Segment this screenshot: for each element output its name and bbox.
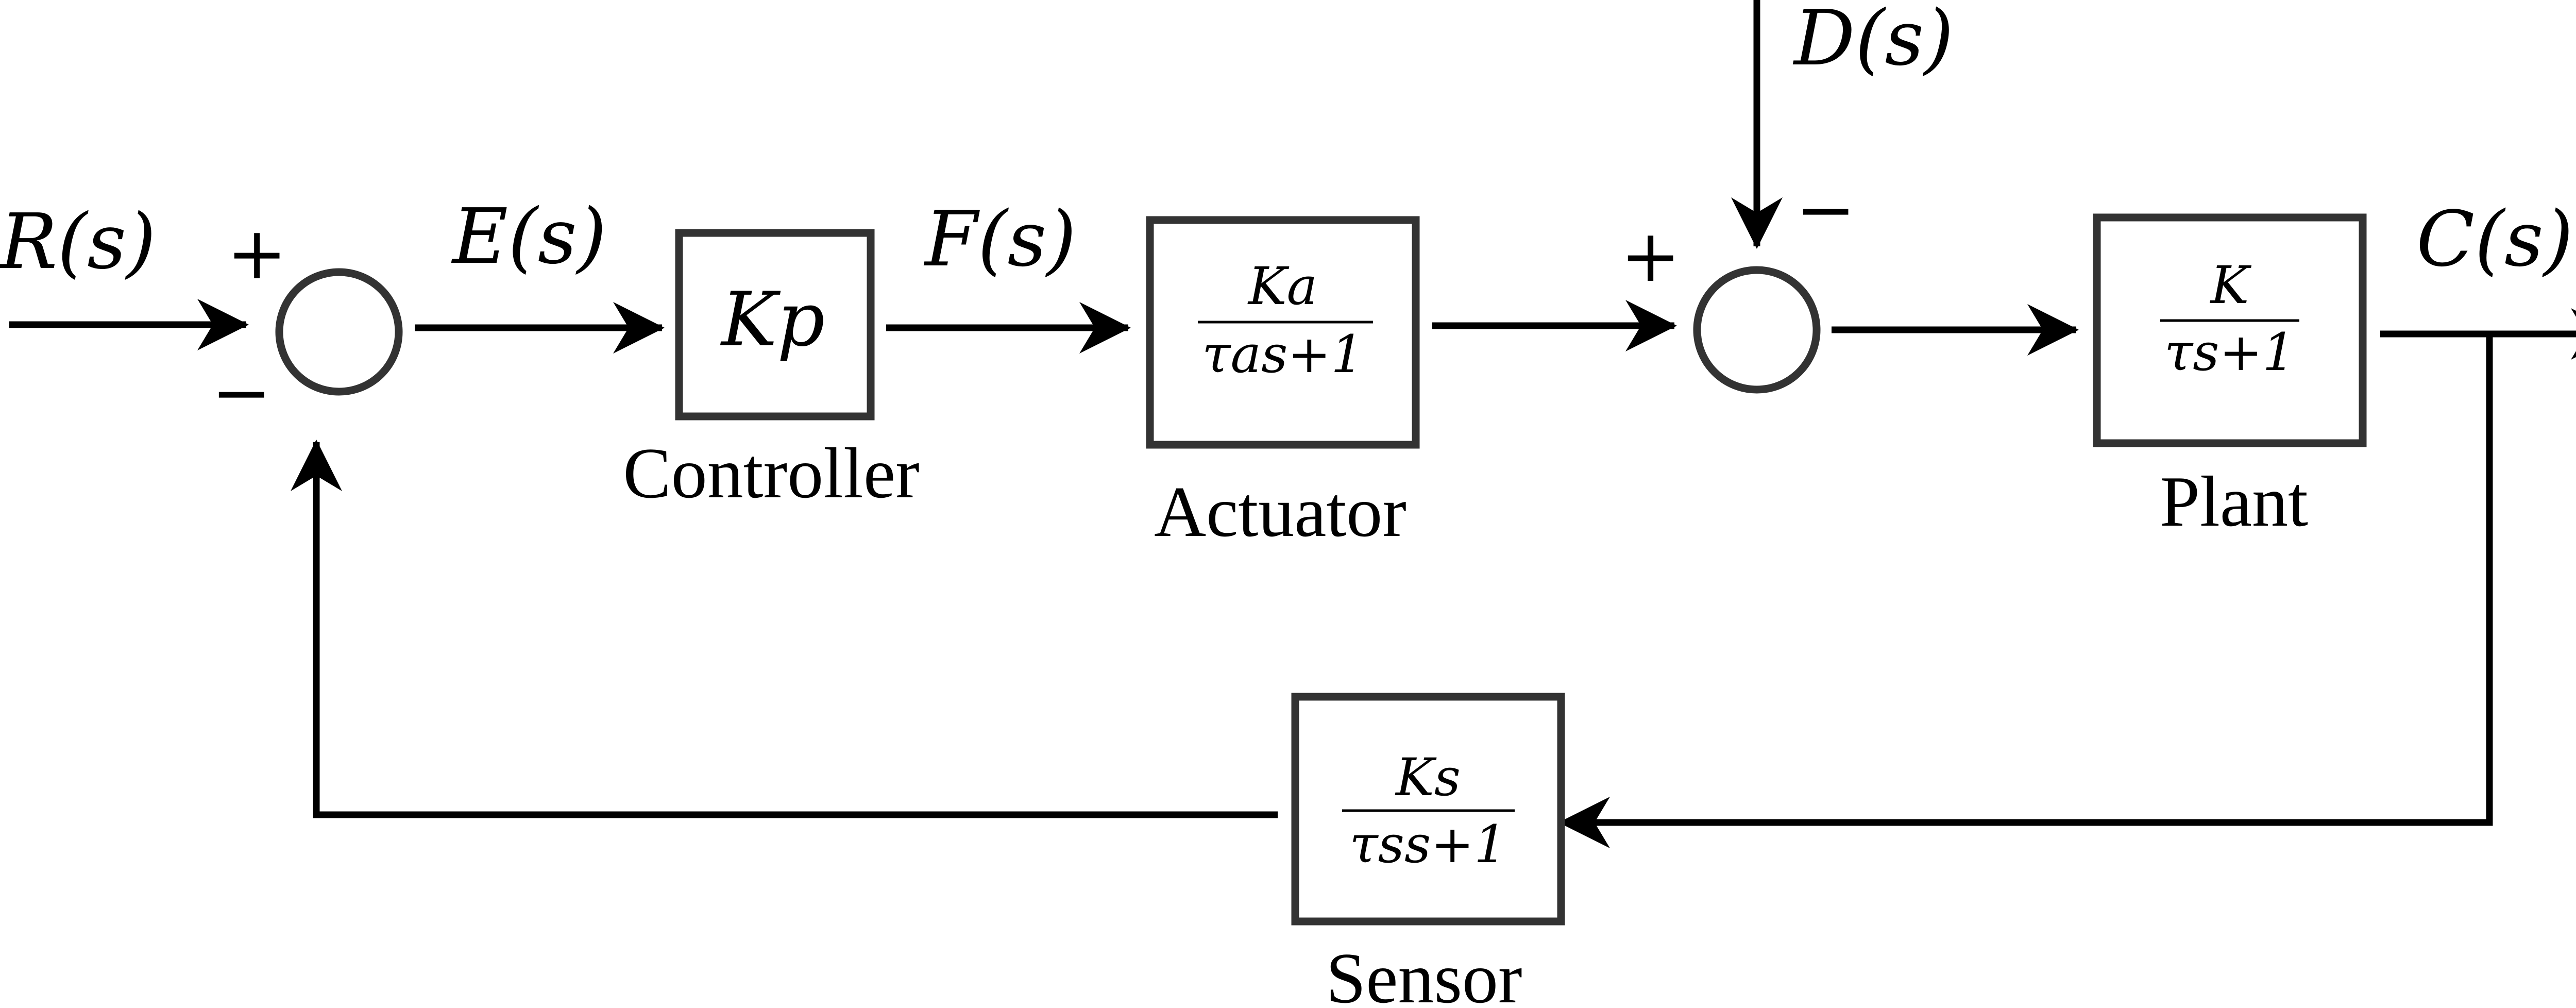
disturbance-signal-label: D(s) [1792, 0, 1954, 82]
sensor-tf-denominator: τss+1 [1349, 814, 1506, 875]
junction2-plus-sign: + [1620, 214, 1681, 298]
output-signal-label: C(s) [2416, 195, 2573, 283]
control-signal-label: F(s) [923, 195, 1076, 283]
junction2-minus-sign: − [1795, 168, 1856, 252]
plant-block [2093, 213, 2367, 447]
input-signal-label: R(s) [0, 197, 156, 286]
summing-junction-2 [1693, 266, 1821, 394]
sensor-caption: Sensor [1326, 938, 1522, 1008]
sensor-block [1291, 693, 1565, 926]
controller-block [675, 229, 875, 421]
junction1-plus-sign: + [227, 212, 287, 296]
sensor-tf-numerator: Ks [1395, 747, 1461, 808]
actuator-tf-numerator: Ka [1247, 256, 1317, 316]
plant-caption: Plant [2160, 462, 2308, 542]
sensor-to-junction-wire [291, 440, 1278, 818]
junction1-minus-sign: − [211, 351, 272, 435]
controller-caption: Controller [623, 433, 919, 513]
actuator-block [1146, 216, 1420, 449]
feedback-to-sensor-wire [1558, 334, 2493, 848]
plant-tf-denominator: τs+1 [2164, 322, 2295, 382]
controller-transfer-function: Kp [720, 276, 825, 363]
actuator-caption: Actuator [1154, 472, 1406, 552]
plant-tf-numerator: K [2210, 255, 2252, 315]
actuator-tf-denominator: τas+1 [1202, 324, 1364, 384]
summing-junction-1 [275, 268, 403, 396]
error-signal-label: E(s) [451, 192, 606, 281]
